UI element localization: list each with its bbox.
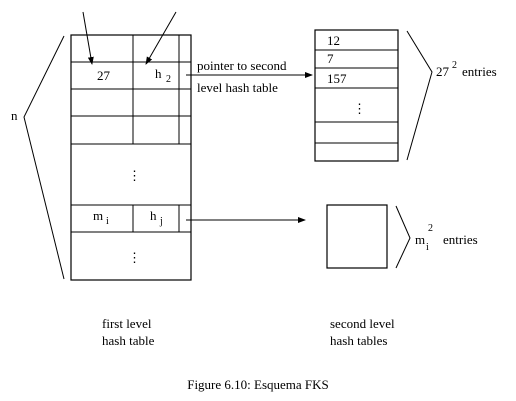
row-hash-h: h	[155, 66, 162, 81]
entries-bracket-top	[406, 30, 433, 161]
n-bracket	[23, 35, 65, 280]
incoming-arrow-right	[145, 11, 177, 65]
row-key-m: m	[93, 208, 103, 223]
row-key-27: 27	[97, 68, 111, 83]
second-level-table-top: 12 7 157 ⋮	[314, 29, 399, 162]
entries-top-exp: 2	[452, 60, 457, 71]
figure-caption: Figure 6.10: Esquema FKS	[187, 377, 329, 392]
row-hash-sub-j: j	[159, 216, 163, 227]
second-level-label-line2: hash tables	[330, 333, 387, 348]
first-table-outline	[70, 34, 192, 281]
incoming-arrow-left	[82, 11, 94, 65]
pointer-label-line2: level hash table	[197, 80, 278, 95]
entries-bottom-sub: i	[426, 242, 429, 253]
second-level-label-line1: second level	[330, 316, 395, 331]
n-label: n	[11, 108, 18, 123]
first-level-label-line2: hash table	[102, 333, 155, 348]
entries-top-word: entries	[462, 64, 497, 79]
first-table-dots-mid: ⋮	[128, 168, 141, 183]
second-table-outline	[314, 29, 399, 162]
row-hash-sub: 2	[166, 74, 171, 85]
first-level-table: 27 h 2 m i h j ⋮ ⋮	[70, 34, 192, 281]
second-level-table-bottom	[326, 204, 388, 269]
row-key-sub: i	[106, 216, 109, 227]
first-level-label-line1: first level	[102, 316, 152, 331]
pointer-label-line1: pointer to second	[197, 58, 287, 73]
entries-bottom-base: m	[415, 232, 425, 247]
entries-bottom-exp: 2	[428, 223, 433, 234]
first-table-dots-bottom: ⋮	[128, 250, 141, 265]
second-table-dots: ⋮	[353, 101, 366, 116]
second-value-2: 7	[327, 51, 334, 66]
entries-top-base: 27	[436, 64, 450, 79]
entries-bracket-bottom	[395, 205, 411, 269]
second-value-3: 157	[327, 71, 347, 86]
row-hash-h-j: h	[150, 208, 157, 223]
entries-bottom-word: entries	[443, 232, 478, 247]
second-value-1: 12	[327, 33, 340, 48]
